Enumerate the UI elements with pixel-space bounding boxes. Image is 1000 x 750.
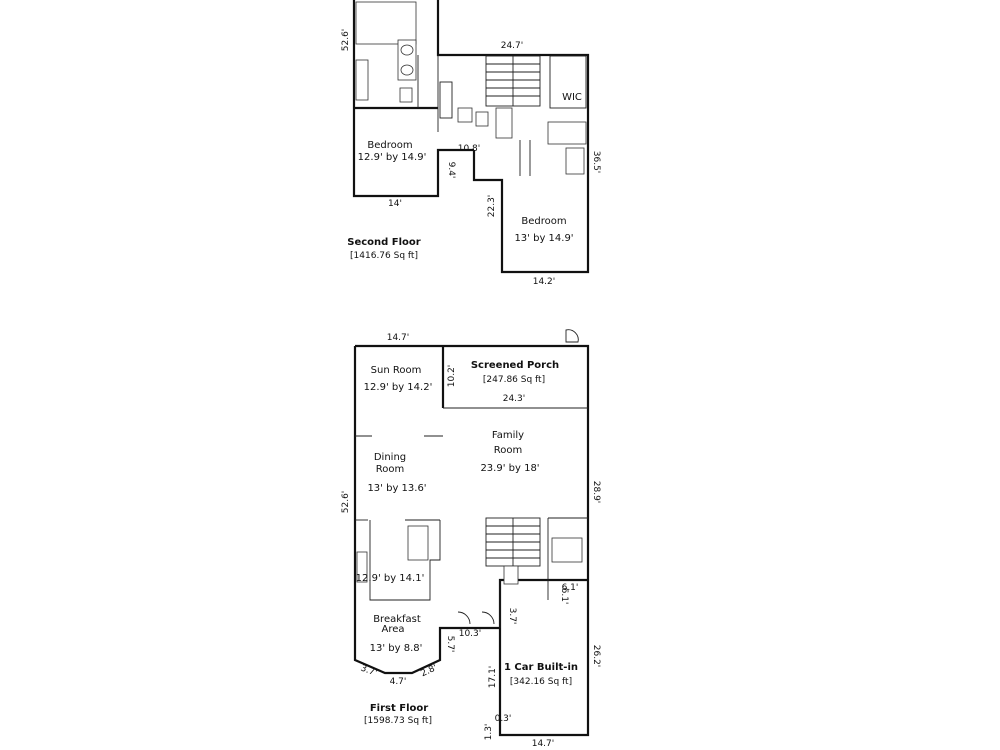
bay-left-dim: 3.7': [359, 664, 378, 679]
bedroom-right-size: 13' by 14.9': [514, 233, 573, 244]
closet-dim: 3.7': [507, 608, 517, 625]
second-floor-area: [1416.76 Sq ft]: [350, 251, 418, 261]
second-left-side-dim: 52.6': [341, 29, 351, 52]
second-floor-stairs: [485, 55, 541, 107]
second-floor-plan: WIC Bedroom 12.9' by 14.9' Bedroom 13' b…: [341, 0, 601, 287]
bedroom-right-name: Bedroom: [521, 216, 566, 227]
first-floor-title: First Floor: [370, 703, 428, 714]
sun-room-name: Sun Room: [371, 365, 422, 376]
breakfast-area-line1: Breakfast: [373, 614, 421, 625]
hall-width-dim: 10.3': [459, 629, 482, 639]
garage-name: 1 Car Built-in: [504, 662, 578, 673]
second-floor-title: Second Floor: [347, 237, 421, 248]
family-room-line1: Family: [492, 430, 524, 441]
first-floor-stairs: [485, 517, 541, 567]
second-top-dim: 24.7': [501, 41, 524, 51]
family-room-size: 23.9' by 18': [480, 463, 539, 474]
bedroom-left-name: Bedroom: [367, 140, 412, 151]
second-bottom-left-dim: 14': [388, 199, 402, 209]
screened-porch-name: Screened Porch: [471, 360, 559, 371]
sun-room-size: 12.9' by 14.2': [364, 382, 433, 393]
first-floor-plan: Sun Room 12.9' by 14.2' Screened Porch […: [341, 329, 601, 749]
wic-label: WIC: [562, 92, 582, 103]
garage-step-dim: 0.3': [495, 714, 512, 724]
dining-room-line2: Room: [376, 464, 404, 475]
second-stair-side-dim: 22.3': [487, 195, 497, 218]
breakfast-area-size: 13' by 8.8': [370, 643, 423, 654]
second-bedroom-height-dim: 9.4': [446, 162, 456, 179]
small-dim-b: 6.1': [559, 588, 569, 605]
second-floor-walls: [352, 0, 590, 274]
family-room-line2: Room: [494, 445, 522, 456]
garage-right-dim: 26.2': [591, 645, 601, 668]
second-floor-fixtures: [355, 1, 587, 176]
first-left-side-dim: 52.6': [341, 491, 351, 514]
hall-depth-dim: 5.7': [445, 636, 455, 653]
garage-area: [342.16 Sq ft]: [510, 677, 572, 687]
garage-bottom-dim: 14.7': [532, 739, 555, 749]
first-floor-walls: [353, 344, 590, 737]
breakfast-area-line2: Area: [381, 624, 404, 635]
dining-room-line1: Dining: [374, 452, 406, 463]
first-floor-area: [1598.73 Sq ft]: [364, 716, 432, 726]
bay-mid-dim: 4.7': [390, 677, 407, 687]
first-floor-fixtures: [356, 329, 583, 625]
bedroom-left-size: 12.9' by 14.9': [358, 152, 427, 163]
second-right-side-dim: 36.5': [591, 151, 601, 174]
first-right-side-dim: 28.9': [591, 481, 601, 504]
garage-side-dim: 17.1': [488, 666, 498, 689]
first-top-dim: 14.7': [387, 333, 410, 343]
dining-room-size: 13' by 13.6': [367, 483, 426, 494]
bay-right-dim: 2.8': [419, 663, 438, 679]
kitchen-size: 12.9' by 14.1': [356, 573, 425, 584]
porch-depth-dim: 10.2': [447, 365, 457, 388]
second-mid-dim: 10.8': [458, 144, 481, 154]
porch-width-dim: 24.3': [503, 394, 526, 404]
garage-step-dim-b: 1.3': [484, 724, 494, 741]
second-bottom-right-dim: 14.2': [533, 277, 556, 287]
screened-porch-area: [247.86 Sq ft]: [483, 375, 545, 385]
small-dim-a: 6.1': [562, 583, 579, 593]
